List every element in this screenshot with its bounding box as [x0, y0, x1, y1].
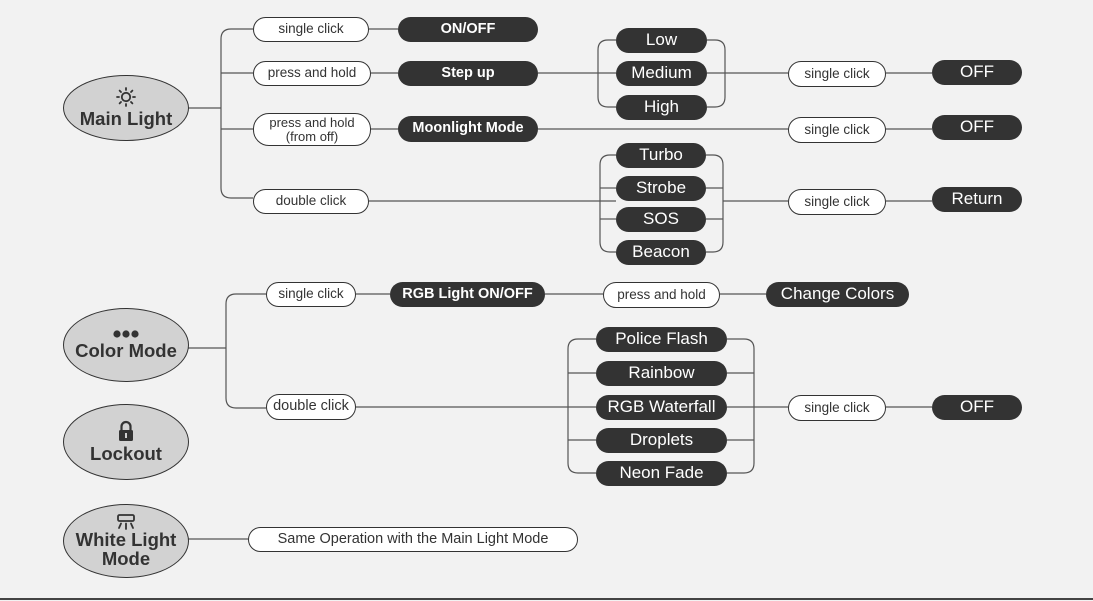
- rgb-light-on-off: RGB Light ON/OFF: [390, 282, 545, 307]
- main-light-press-hold: press and hold: [253, 61, 371, 86]
- lockout-title: Lockout: [90, 443, 162, 465]
- main-light-title: Main Light: [79, 108, 173, 130]
- color-press-hold: press and hold: [603, 282, 720, 308]
- effect-neon-fade: Neon Fade: [596, 461, 727, 486]
- color-single-click: single click: [266, 282, 356, 307]
- color-mode-title: Color Mode: [75, 340, 177, 362]
- level-medium: Medium: [616, 61, 707, 86]
- level-low: Low: [616, 28, 707, 53]
- main-light-double-click: double click: [253, 189, 369, 214]
- lamp-icon: [117, 514, 135, 530]
- effects-single-click: single click: [788, 395, 886, 421]
- special-return: Return: [932, 187, 1022, 212]
- effect-rainbow: Rainbow: [596, 361, 727, 386]
- moonlight-mode: Moonlight Mode: [398, 116, 538, 142]
- mode-turbo: Turbo: [616, 143, 706, 168]
- levels-single-click: single click: [788, 61, 886, 87]
- mode-strobe: Strobe: [616, 176, 706, 201]
- white-light-title-line2: Mode: [101, 547, 151, 569]
- white-light-mode: White Light Mode: [63, 504, 189, 578]
- special-single-click: single click: [788, 189, 886, 215]
- effect-rgb-waterfall: RGB Waterfall: [596, 395, 727, 420]
- main-light-single-click: single click: [253, 17, 369, 42]
- sun-icon: [116, 87, 136, 108]
- color-double-click: double click: [266, 394, 356, 420]
- white-light-title-line1: White Light: [75, 529, 177, 550]
- effect-droplets: Droplets: [596, 428, 727, 453]
- white-light-note: Same Operation with the Main Light Mode: [248, 527, 578, 552]
- lock-icon: [119, 421, 133, 442]
- bottom-divider: [0, 598, 1093, 600]
- main-light-mode: Main Light: [63, 75, 189, 141]
- dots-icon: [113, 330, 139, 338]
- mode-beacon: Beacon: [616, 240, 706, 265]
- levels-off: OFF: [932, 60, 1022, 85]
- effects-off: OFF: [932, 395, 1022, 420]
- on-off-button: ON/OFF: [398, 17, 538, 42]
- moonlight-single-click: single click: [788, 117, 886, 143]
- mode-sos: SOS: [616, 207, 706, 232]
- main-light-press-hold-from-off: press and hold (from off): [253, 113, 371, 146]
- color-mode: Color Mode: [63, 308, 189, 382]
- step-up-button: Step up: [398, 61, 538, 86]
- level-high: High: [616, 95, 707, 120]
- moonlight-off: OFF: [932, 115, 1022, 140]
- change-colors: Change Colors: [766, 282, 909, 307]
- lockout-mode: Lockout: [63, 404, 189, 480]
- effect-police-flash: Police Flash: [596, 327, 727, 352]
